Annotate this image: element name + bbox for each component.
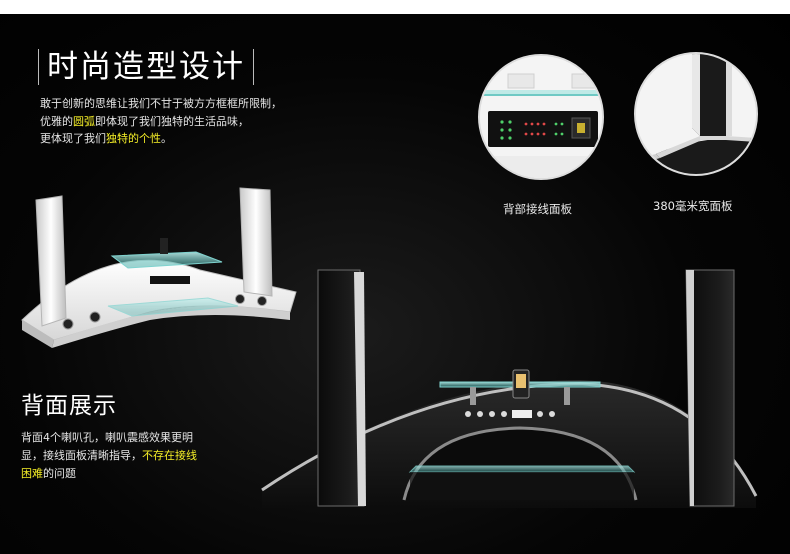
back-section-title: 背面展示 xyxy=(21,393,117,419)
back-line-2: 显，接线面板清晰指导，不存在接线 xyxy=(21,447,197,465)
back-view-product-image xyxy=(261,269,758,508)
detail-circle-back-panel xyxy=(478,54,604,180)
back-line-2-pre: 显，接线面板清晰指导， xyxy=(21,449,142,462)
back-line-1: 背面4个喇叭孔，喇叭震感效果更明 xyxy=(21,431,193,444)
back-section-text: 背面4个喇叭孔，喇叭震感效果更明 显，接线面板清晰指导，不存在接线 困难的问题 xyxy=(21,429,197,483)
top-white-strip xyxy=(0,0,790,14)
intro-line-2-pre: 优雅的 xyxy=(40,114,73,128)
back-line-3-post: 的问题 xyxy=(43,467,76,480)
back-highlight-1: 不存在接线 xyxy=(142,449,197,462)
back-panel-detail-image xyxy=(480,56,602,178)
intro-line-3-post: 。 xyxy=(161,132,172,145)
detail-circle-wide-panel xyxy=(634,52,758,176)
headline-right-bar xyxy=(253,49,254,85)
intro-line-2: 优雅的圆弧即体现了我们独特的生活品味， xyxy=(40,113,282,131)
intro-line-2-post: 即体现了我们独特的生活品味， xyxy=(95,114,249,128)
wide-panel-detail-image xyxy=(636,54,756,174)
back-highlight-2: 困难 xyxy=(21,467,43,480)
headline-left-bar xyxy=(38,49,39,85)
white-product-image xyxy=(21,187,297,348)
caption-back-panel: 背部接线面板 xyxy=(503,202,572,216)
intro-line-1: 敢于创新的思维让我们不甘于被方方框框所限制， xyxy=(40,97,282,110)
intro-line-3-pre: 更体现了我们 xyxy=(40,132,106,145)
intro-highlight-arc: 圆弧 xyxy=(73,114,95,128)
headline-block: 时尚造型设计 xyxy=(38,48,254,86)
intro-line-3: 更体现了我们独特的个性。 xyxy=(40,130,282,148)
caption-wide-panel: 380毫米宽面板 xyxy=(653,199,733,213)
headline: 时尚造型设计 xyxy=(47,49,245,85)
back-line-3: 困难的问题 xyxy=(21,465,197,483)
intro-highlight-personality: 独特的个性 xyxy=(106,132,161,145)
intro-text: 敢于创新的思维让我们不甘于被方方框框所限制， 优雅的圆弧即体现了我们独特的生活品… xyxy=(40,95,282,148)
